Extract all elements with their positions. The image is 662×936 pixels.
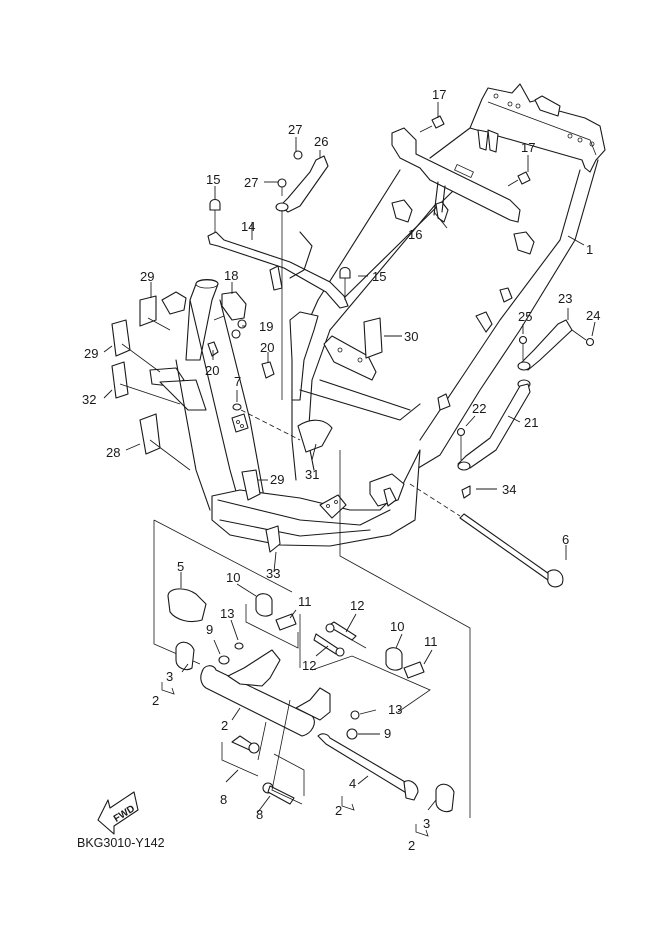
callout-9: 9 — [206, 622, 213, 637]
callout-11: 11 — [424, 634, 438, 649]
callout-25: 25 — [518, 309, 532, 324]
callout-5: 5 — [177, 559, 184, 574]
callout-27: 27 — [288, 122, 302, 137]
callout-29: 29 — [84, 346, 98, 361]
callout-16: 16 — [408, 227, 422, 242]
callout-10: 10 — [390, 619, 404, 634]
callout-11: 11 — [298, 594, 312, 609]
callout-28: 28 — [106, 445, 120, 460]
callout-29: 29 — [140, 269, 154, 284]
callout-23: 23 — [558, 291, 572, 306]
callout-20: 20 — [260, 340, 274, 355]
callout-21: 21 — [524, 415, 538, 430]
engine-bracket-subassembly — [153, 450, 471, 818]
callout-8: 8 — [220, 792, 227, 807]
callout-2: 2 — [221, 718, 228, 733]
callout-8: 8 — [256, 807, 263, 822]
callout-12: 12 — [350, 598, 364, 613]
callout-2: 2 — [408, 838, 415, 853]
callout-26: 26 — [314, 134, 328, 149]
fwd-arrow-icon: FWD — [97, 791, 139, 835]
callout-3: 3 — [423, 816, 430, 831]
callout-13: 13 — [388, 702, 402, 717]
callout-18: 18 — [224, 268, 238, 283]
callout-3: 3 — [166, 669, 173, 684]
callout-13: 13 — [220, 606, 234, 621]
frame-part — [149, 83, 606, 547]
callout-7: 7 — [234, 374, 241, 389]
callout-34: 34 — [502, 482, 516, 497]
callout-leaders — [103, 102, 596, 837]
callout-30: 30 — [404, 329, 418, 344]
callout-17: 17 — [432, 87, 446, 102]
callout-24: 24 — [586, 308, 600, 323]
callout-27: 27 — [244, 175, 258, 190]
callout-20: 20 — [205, 363, 219, 378]
callout-2: 2 — [152, 693, 159, 708]
callout-19: 19 — [259, 319, 273, 334]
callout-12: 12 — [302, 658, 316, 673]
callout-10: 10 — [226, 570, 240, 585]
callout-9: 9 — [384, 726, 391, 741]
callout-33: 33 — [266, 566, 280, 581]
callout-1: 1 — [586, 242, 593, 257]
callout-15: 15 — [372, 269, 386, 284]
callout-14: 14 — [241, 219, 255, 234]
callout-17: 17 — [521, 140, 535, 155]
callout-29: 29 — [270, 472, 284, 487]
callout-labels: 1 2 2 2 2 3 3 4 5 6 7 8 8 9 9 10 10 11 1… — [82, 87, 600, 853]
callout-15: 15 — [206, 172, 220, 187]
drawing-code: BKG3010-Y142 — [77, 836, 165, 850]
callout-32: 32 — [82, 392, 96, 407]
callout-22: 22 — [472, 401, 486, 416]
callout-4: 4 — [349, 776, 356, 791]
callout-6: 6 — [562, 532, 569, 547]
callout-2: 2 — [335, 803, 342, 818]
fasteners — [111, 115, 595, 588]
callout-31: 31 — [305, 467, 319, 482]
